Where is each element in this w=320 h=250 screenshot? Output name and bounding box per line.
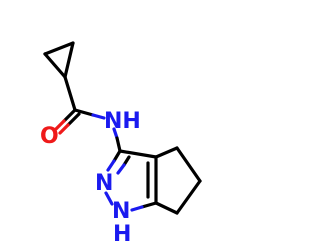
molecule-drawing: NH O N N H	[40, 41, 202, 247]
bond-c6a-n1-a	[140, 201, 158, 209]
bond-cyclopropane-a	[43, 41, 75, 56]
bond-c3-n2-b	[106, 159, 116, 172]
bond-c5-c6	[175, 179, 202, 215]
bond-carbonyl-2a	[66, 112, 81, 127]
bond-cyclopropane-c	[43, 52, 67, 79]
bond-cyclopropane-b	[63, 41, 75, 79]
bond-c3-n2-inner-b	[116, 163, 126, 175]
bond-carbonyl-2b	[58, 123, 70, 135]
bond-c6a-n1-b	[130, 205, 144, 212]
bond-cyclopropyl-carbonyl	[63, 75, 77, 112]
bond-c3-n2-a	[112, 149, 122, 163]
structure-diagram: NH O N N H	[40, 41, 202, 247]
bond-c4-c5	[175, 146, 202, 183]
bond-amide-n-c3-b	[115, 136, 122, 153]
bond-c3-c3a	[118, 149, 158, 159]
atom-ring-n1: N	[112, 199, 130, 224]
atom-amide-nh: NH	[104, 109, 141, 134]
bond-n2-n1	[104, 191, 114, 206]
bond-carbonyl-1a	[62, 108, 77, 123]
bond-carbonyl-1b	[54, 119, 66, 131]
bond-carbonyl-amide-n-a	[73, 108, 95, 117]
atom-ring-n1-hydrogen: H	[113, 222, 131, 247]
atom-carbonyl-o: O	[40, 124, 59, 149]
bond-c6-c6a	[154, 201, 179, 215]
bond-carbonyl-amide-n-b	[91, 113, 106, 120]
atom-ring-n2: N	[95, 171, 113, 196]
bond-c3a-c4	[154, 146, 179, 159]
